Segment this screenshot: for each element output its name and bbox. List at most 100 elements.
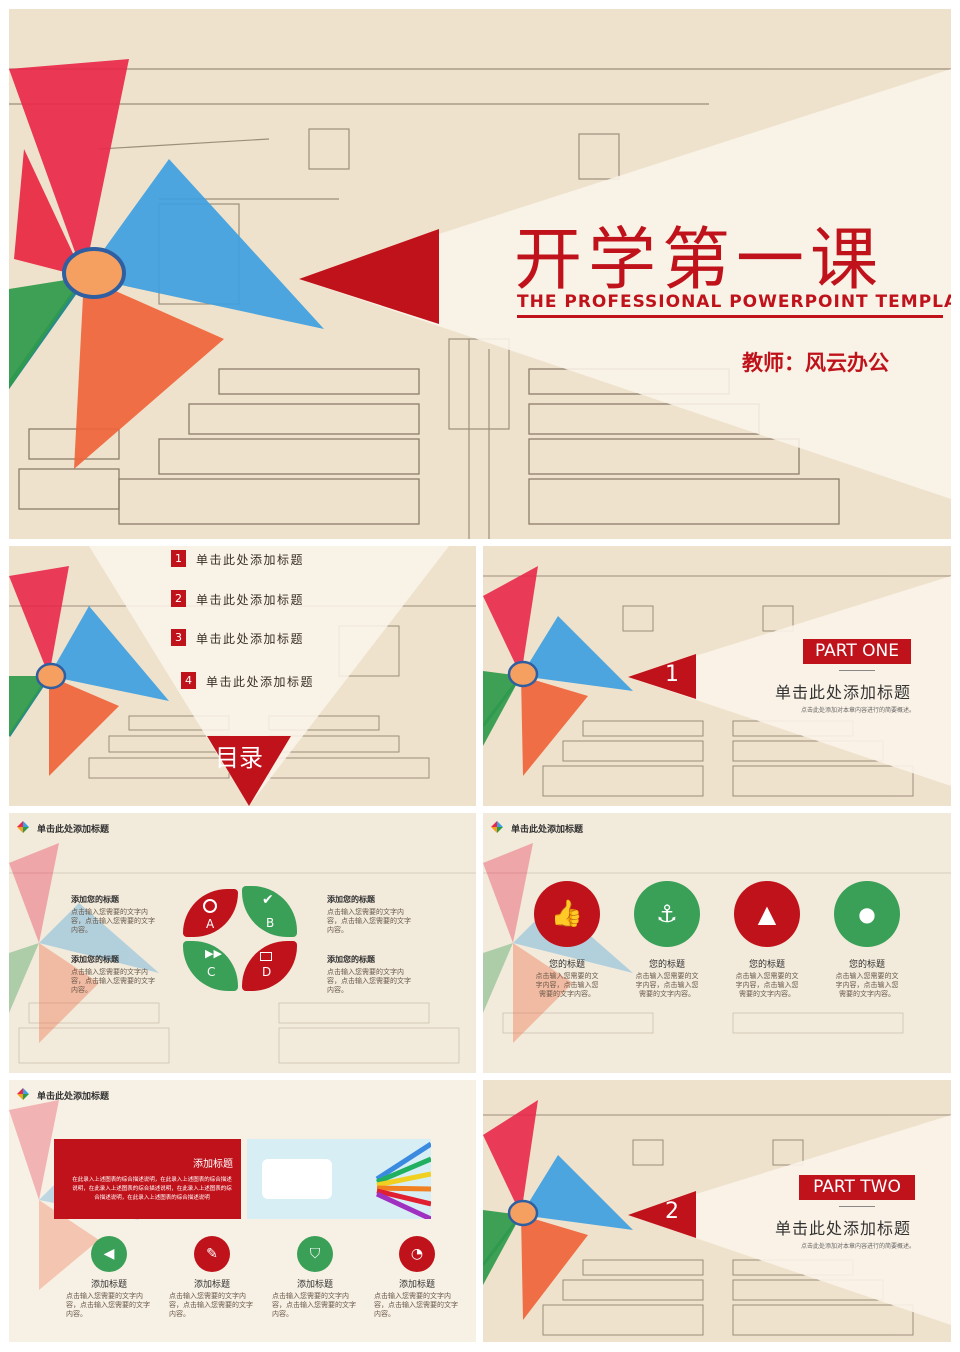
feature-body: 点击输入您需要的文字内容，点击输入您需要的文字内容。 [635,972,699,998]
gauge-icon: ◔ [399,1236,435,1272]
slide-header: 单击此处添加标题 [37,825,110,835]
toc-item[interactable]: 3 单击此处添加标题 [171,629,351,647]
feature-title: 添加标题 [90,1280,127,1290]
pencils-slide: 单击此处添加标题 添加标题 在此录入上述图表的综合描述说明，在此录入上述图表的综… [9,1080,476,1342]
logo-icon [17,821,29,833]
pinwheel-icon [483,1100,633,1320]
feature-item[interactable]: ⚓ 您的标题 点击输入您需要的文字内容，点击输入您需要的文字内容。 [629,881,705,999]
cover-slide: 开学第一课 THE PROFESSIONAL POWERPOINT TEMPLA… [9,9,951,539]
play-icon: ◀ [91,1236,127,1272]
toc-item-number: 3 [171,629,186,646]
check-icon: ✔ [262,892,274,908]
piggy-bank-icon: ● [834,881,900,947]
slide-header: 单击此处添加标题 [511,825,584,835]
logo-icon [491,821,503,833]
part-title: 单击此处添加标题 [775,1219,912,1238]
block-body: 点击输入您需要的文字内容，点击输入您需要的文字内容。 [71,908,155,934]
feature-item[interactable]: ● 您的标题 点击输入您需要的文字内容，点击输入您需要的文字内容。 [829,881,905,999]
toc-item-number: 1 [171,550,186,567]
part-badge: PART ONE [803,639,911,664]
toc-item-label: 单击此处添加标题 [206,675,315,689]
shield-icon: ⛉ [297,1236,333,1272]
part-badge-underline [839,670,875,671]
pencils-image [247,1139,431,1219]
text-block: 添加您的标题 点击输入您需要的文字内容，点击输入您需要的文字内容。 [71,954,161,995]
feature-body: 点击输入您需要的文字内容，点击输入您需要的文字内容。 [535,972,599,998]
toc-item[interactable]: 1 单击此处添加标题 [171,550,351,568]
cover-divider [517,315,943,318]
feature-body: 点击输入您需要的文字内容，点击输入您需要的文字内容。 [272,1292,356,1318]
text-block: 添加您的标题 点击输入您需要的文字内容，点击输入您需要的文字内容。 [327,894,417,935]
logo-icon [17,1088,29,1100]
block-body: 点击输入您需要的文字内容，点击输入您需要的文字内容。 [71,968,155,994]
feature-body: 点击输入您需要的文字内容，点击输入您需要的文字内容。 [66,1292,150,1318]
part-desc: 点击此处添加对本章内容进行的简要概述。 [801,707,916,714]
traffic-cone-icon: ▲ [734,881,800,947]
toc-slide: 目录 1 单击此处添加标题 2 单击此处添加标题 3 单击此处添加标题 4 单击… [9,546,476,806]
toc-item[interactable]: 2 单击此处添加标题 [171,590,351,608]
classroom-sketch-background [9,9,951,539]
toc-item-label: 单击此处添加标题 [196,553,305,567]
feature-body: 点击输入您需要的文字内容，点击输入您需要的文字内容。 [835,972,899,998]
toc-item-label: 单击此处添加标题 [196,632,305,646]
cover-teacher: 教师：风云办公 [742,351,889,375]
pinwheel-icon [9,843,159,1043]
block-body: 点击输入您需要的文字内容，点击输入您需要的文字内容。 [327,908,411,934]
leaf-letter: D [262,965,272,979]
note-card [262,1159,332,1199]
banner-body: 在此录入上述图表的综合描述说明，在此录入上述图表的综合描述说明，在此录入上述图表… [72,1177,232,1201]
part-title: 单击此处添加标题 [775,683,912,702]
part-badge-underline [839,1206,875,1207]
feature-body: 点击输入您需要的文字内容，点击输入您需要的文字内容。 [735,972,799,998]
toc-item-number: 4 [181,672,196,689]
feature-title: 添加标题 [398,1280,435,1290]
feature-title: 您的标题 [848,960,885,970]
banner-title: 添加标题 [193,1159,233,1170]
part-two-slide: 2 PART TWO 单击此处添加标题 点击此处添加对本章内容进行的简要概述。 [483,1080,951,1342]
pinwheel-icon [9,566,169,776]
pinwheel-icon [9,59,324,469]
toc-item[interactable]: 4 单击此处添加标题 [181,672,361,690]
leaf-letter: C [207,965,216,979]
cover-title: 开学第一课 [514,221,885,300]
pinwheel-icon [483,566,633,776]
part-one-slide: 1 PART ONE 单击此处添加标题 点击此处添加对本章内容进行的简要概述。 [483,546,951,806]
colored-pencils-icon [375,1141,431,1219]
edit-icon: ✎ [194,1236,230,1272]
part-number: 1 [665,662,679,687]
block-title: 添加您的标题 [71,895,119,904]
feature-title: 添加标题 [296,1280,333,1290]
feature-title: 您的标题 [748,960,785,970]
block-title: 添加您的标题 [71,955,119,964]
feature-title: 添加标题 [193,1280,230,1290]
part-desc: 点击此处添加对本章内容进行的简要概述。 [801,1243,916,1250]
toc-label: 目录 [215,744,263,772]
part-badge: PART TWO [799,1175,915,1200]
toc-item-label: 单击此处添加标题 [196,593,305,607]
block-title: 添加您的标题 [327,895,375,904]
abcd-slide: 单击此处添加标题 A ✔ B ▶▶ C D 添加您的标题 点击输入您需要的文字内… [9,813,476,1073]
feature-title: 您的标题 [648,960,685,970]
feature-item[interactable]: ◔ 添加标题 点击输入您需要的文字内容，点击输入您需要的文字内容。 [372,1236,462,1319]
block-title: 添加您的标题 [327,955,375,964]
block-body: 点击输入您需要的文字内容，点击输入您需要的文字内容。 [327,968,411,994]
cover-subtitle: THE PROFESSIONAL POWERPOINT TEMPLATE [517,292,951,312]
toc-item-number: 2 [171,590,186,607]
banner: 添加标题 在此录入上述图表的综合描述说明，在此录入上述图表的综合描述说明，在此录… [54,1139,241,1219]
thumbs-up-icon: 👍 [534,881,600,947]
feature-title: 您的标题 [548,960,585,970]
feature-item[interactable]: 👍 您的标题 点击输入您需要的文字内容，点击输入您需要的文字内容。 [529,881,605,999]
slide-header: 单击此处添加标题 [37,1092,110,1102]
feature-body: 点击输入您需要的文字内容，点击输入您需要的文字内容。 [169,1292,253,1318]
mail-icon [260,952,272,961]
feature-item[interactable]: ⛉ 添加标题 点击输入您需要的文字内容，点击输入您需要的文字内容。 [270,1236,360,1319]
feature-body: 点击输入您需要的文字内容，点击输入您需要的文字内容。 [374,1292,458,1318]
feature-item[interactable]: ◀ 添加标题 点击输入您需要的文字内容，点击输入您需要的文字内容。 [64,1236,154,1319]
feature-item[interactable]: ✎ 添加标题 点击输入您需要的文字内容，点击输入您需要的文字内容。 [167,1236,257,1319]
text-block: 添加您的标题 点击输入您需要的文字内容，点击输入您需要的文字内容。 [327,954,417,995]
text-block: 添加您的标题 点击输入您需要的文字内容，点击输入您需要的文字内容。 [71,894,161,935]
feature-item[interactable]: ▲ 您的标题 点击输入您需要的文字内容，点击输入您需要的文字内容。 [729,881,805,999]
leaf-letter: B [266,916,275,930]
part-number: 2 [665,1199,679,1224]
leaf-letter: A [206,917,215,931]
